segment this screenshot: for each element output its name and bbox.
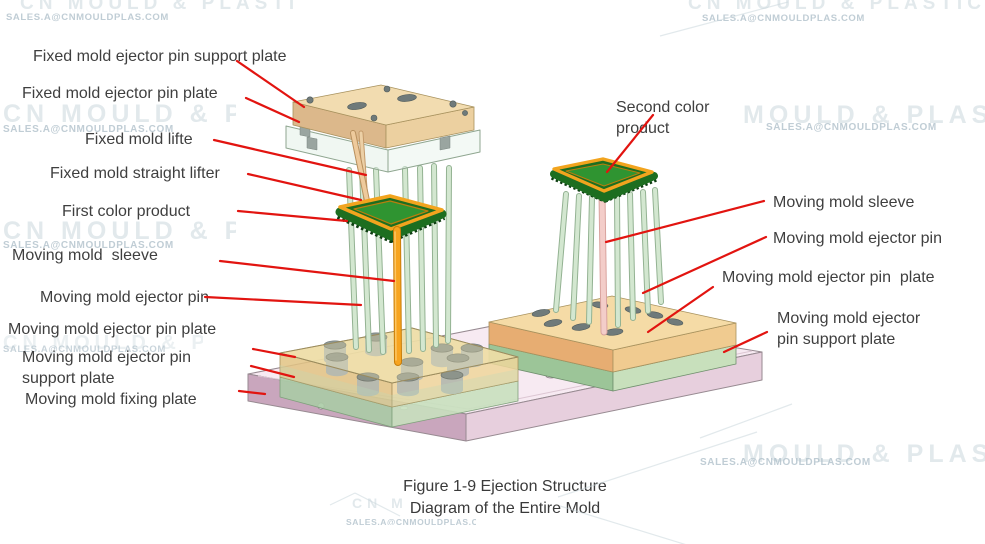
watermark-brand-text: CN MOULD & PLASTIC [742,440,985,468]
watermark-email: SALES.A@CNMOULDPLAS.COM [3,344,166,355]
watermark-email: SALES.A@CNMOULDPLAS.COM [3,124,174,135]
watermark-brand-text: CN MOULD & PLASTIC [3,332,203,354]
figure-caption: Figure 1-9 Ejection Structure Diagram of… [320,476,690,520]
label-moving-mold-ejector-pin-support-plate-left: Moving mold ejector pin support plate [22,349,191,387]
label-first-color-product: First color product [62,203,191,220]
label-moving-mold-sleeve-right: Moving mold sleeve [773,194,915,211]
label-moving-mold-ejector-pin-plate-left: Moving mold ejector pin plate [8,321,217,338]
label-moving-mold-ejector-pin-left: Moving mold ejector pin [40,289,209,306]
watermark-email: SALES.A@CNMOULDPLAS.COM [346,517,476,525]
watermark-brand: CN MOULD & PLASTIC [20,0,298,17]
label-fixed-mold-ejector-pin-support-plate: Fixed mold ejector pin support plate [33,48,287,65]
figure-caption-line1: Figure 1-9 Ejection Structure [403,478,607,495]
label-second-color-product: Second color product [616,99,710,137]
watermark-email-clip: SALES.A@CNMOULDPLAS.COM [346,512,476,525]
figure-caption-line2: Diagram of the Entire Mold [409,500,601,517]
watermark-brand: CN MOULD & PLASTIC [3,332,203,358]
watermark-brand-text: CN MOULD & PLASTIC [742,101,985,129]
watermark-email: SALES.A@CNMOULDPLAS.COM [3,240,174,251]
watermark-email: SALES.A@CNMOULDPLAS.COM [6,12,169,23]
watermark-brand-text: CN MOULD & PLASTIC [3,217,236,245]
watermark-brand: CN MOULD & PLASTIC [742,101,985,131]
watermark-brand-text: CN MOULD & PLASTIC [3,100,236,128]
watermark-brand-text: CN MOULD & PLASTIC [20,0,298,14]
label-fixed-mold-straight-lifter: Fixed mold straight lifter [50,165,220,182]
label-fixed-mold-ejector-pin-plate: Fixed mold ejector pin plate [22,85,218,102]
label-moving-mold-ejector-pin-plate-right: Moving mold ejector pin plate [722,269,935,286]
watermark-brand: CN MOULD & PLASTIC [3,100,236,130]
label-moving-mold-sleeve-left: Moving mold sleeve [12,247,158,264]
label-moving-mold-fixing-plate: Moving mold fixing plate [25,391,197,408]
label-moving-mold-ejector-pin-right: Moving mold ejector pin [773,230,942,247]
label-fixed-mold-lifter: Fixed mold lifte [85,131,193,148]
watermark-email: SALES.A@CNMOULDPLAS.COM [766,122,937,133]
watermark-email: SALES.A@CNMOULDPLAS.COM [700,457,871,468]
watermark-brand: CN MOULD & PLASTIC [3,217,236,247]
watermark-brand: CN MOULD & PLASTIC [742,440,985,470]
label-moving-mold-ejector-pin-support-plate-right: Moving mold ejector pin support plate [777,310,921,348]
